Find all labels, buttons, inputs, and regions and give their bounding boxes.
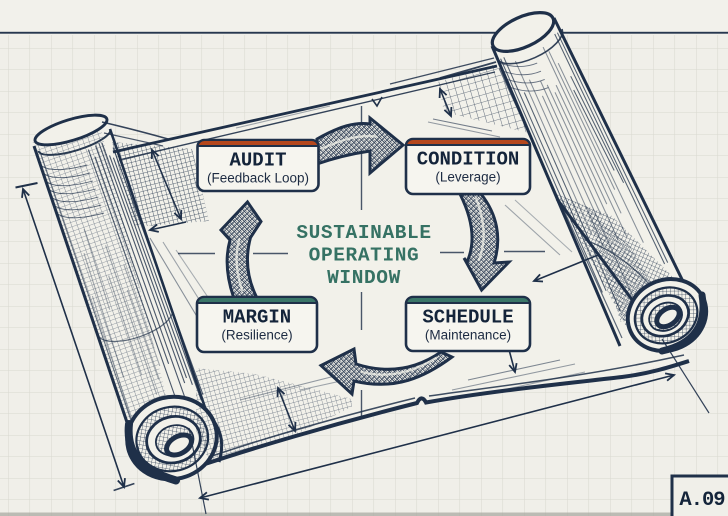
svg-text:MARGIN: MARGIN: [223, 307, 291, 329]
svg-text:WINDOW: WINDOW: [327, 267, 401, 289]
svg-text:AUDIT: AUDIT: [229, 150, 286, 172]
svg-text:SUSTAINABLE: SUSTAINABLE: [296, 222, 431, 244]
svg-text:(Leverage): (Leverage): [435, 170, 500, 185]
svg-text:(Resilience): (Resilience): [221, 328, 292, 343]
svg-text:SCHEDULE: SCHEDULE: [422, 307, 513, 329]
svg-text:(Maintenance): (Maintenance): [425, 328, 511, 343]
svg-text:(Feedback Loop): (Feedback Loop): [207, 171, 309, 186]
svg-text:OPERATING: OPERATING: [309, 245, 420, 267]
svg-text:CONDITION: CONDITION: [417, 149, 520, 171]
svg-text:A.09: A.09: [679, 489, 725, 512]
